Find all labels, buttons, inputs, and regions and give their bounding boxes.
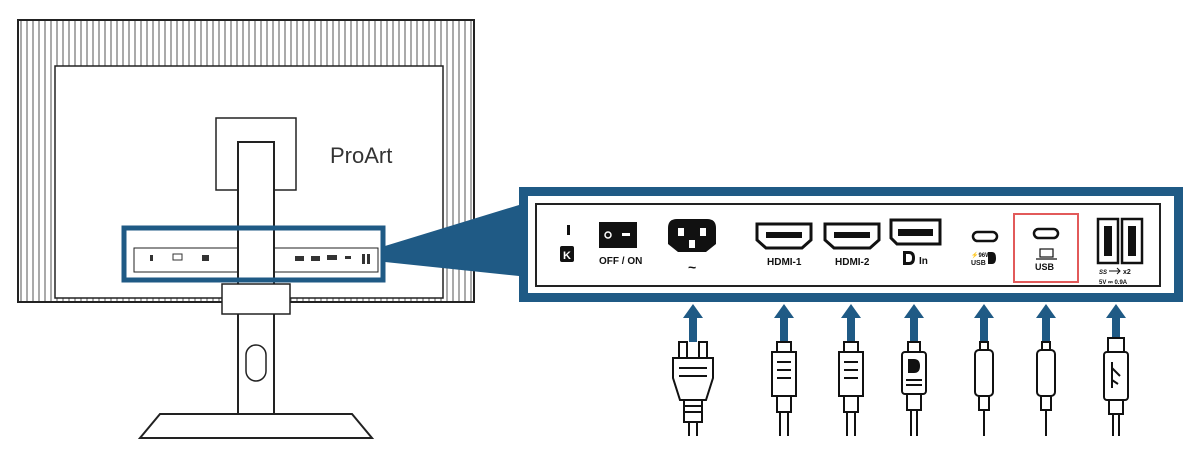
usb-c-dp-port: ⚡96W USB <box>971 230 999 267</box>
stand-base <box>137 413 375 439</box>
cable-plugs <box>672 337 1129 436</box>
power-switch: OFF / ON <box>599 222 642 267</box>
usb-a-plug <box>1103 337 1129 436</box>
power-cord-plug <box>672 341 714 436</box>
arrow-displayport <box>904 304 924 342</box>
usb-c-displayport-icon <box>971 230 999 243</box>
ac-power-socket: ~ <box>668 219 716 275</box>
usb-c-upstream-label: USB <box>1035 262 1055 272</box>
arrow-usb-c-dp <box>974 304 994 342</box>
hdmi-2-label: HDMI-2 <box>835 257 870 268</box>
arrow-usb-c-up <box>1036 304 1056 342</box>
usb-c-dp-label-top: ⚡96W <box>971 251 991 259</box>
highlight-box <box>1013 213 1079 283</box>
usb-a-label-top: x2 <box>1123 269 1131 276</box>
power-switch-label: OFF / ON <box>599 256 642 267</box>
kensington-lock: K <box>560 225 574 262</box>
usb-c-dp-label-bottom: USB <box>971 260 986 267</box>
ac-power-label: ~ <box>688 259 696 275</box>
hdmi-plug-1 <box>771 341 797 436</box>
monitor-rear: ProArt <box>17 19 475 439</box>
usb-c-plug-1 <box>974 341 994 436</box>
usb-c-plug-2 <box>1036 341 1056 436</box>
hdmi-plug-2 <box>838 341 864 436</box>
displayport-plug <box>901 341 927 436</box>
arrow-hdmi-1 <box>774 304 794 342</box>
svg-text:SS: SS <box>1099 270 1107 276</box>
usb-a-label-bottom: 5V ⎓ 0.9A <box>1099 280 1128 286</box>
arrow-hdmi-2 <box>841 304 861 342</box>
ac-power-socket-icon <box>668 219 716 252</box>
displayport-in-port: In <box>889 218 942 267</box>
brand-logo: ProArt <box>330 143 392 168</box>
kensington-lock-icon <box>560 246 574 262</box>
callout-connector <box>385 205 519 276</box>
mini-port-icons <box>150 253 370 264</box>
connection-arrows <box>683 304 1126 342</box>
arrow-power <box>683 304 703 342</box>
hdmi-1-label: HDMI-1 <box>767 257 802 268</box>
displayport-label: In <box>919 256 928 267</box>
usb-a-ports: SS x2 5V ⎓ 0.9A <box>1096 217 1144 286</box>
svg-text:K: K <box>563 250 571 262</box>
arrow-usb-a <box>1106 304 1126 338</box>
usb-c-port-icon <box>1032 227 1060 240</box>
hdmi-1-port: HDMI-1 <box>755 222 813 268</box>
hdmi-2-port: HDMI-2 <box>823 222 881 268</box>
usb-c-upstream-port: USB <box>1013 213 1079 283</box>
callout-source-box <box>121 225 386 283</box>
